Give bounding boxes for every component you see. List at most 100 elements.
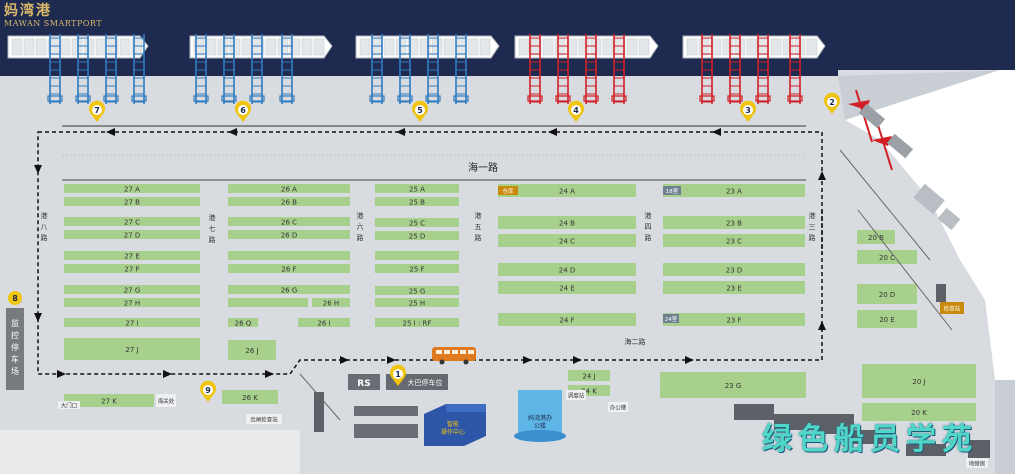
route-arrow [34, 165, 42, 174]
berth-number-label: 5 [417, 106, 423, 115]
crane-base [787, 95, 803, 102]
yard-block [568, 370, 610, 381]
tag-pass: 出闸检查站 [250, 416, 278, 424]
ship-container [371, 38, 383, 56]
yard-block [375, 218, 459, 227]
quay-crane [279, 34, 295, 104]
tag-24j-bg [566, 390, 586, 400]
road-gang8-label: 路 [41, 233, 48, 242]
yard-block [498, 263, 636, 276]
quay-crane [583, 34, 599, 104]
route-arrow [106, 128, 115, 136]
quay-crane [103, 34, 119, 104]
road-gang7-label: 港 [209, 213, 216, 222]
berth-number-label: 3 [745, 106, 751, 115]
tag-24j: 调度站 [568, 392, 585, 400]
bus-wheel [439, 359, 445, 365]
yard-block [228, 217, 350, 226]
control-center-label: 操作中心 [441, 428, 465, 436]
quay-crane [727, 34, 743, 104]
crane-base [425, 95, 441, 102]
yard-block [298, 318, 350, 327]
structure [906, 444, 946, 456]
ship-container [614, 38, 626, 56]
quay-crane [527, 34, 543, 104]
ship-container [806, 38, 818, 56]
yard-block-label: 23 A [726, 188, 742, 196]
quay-crane [193, 34, 209, 104]
ship-container [419, 38, 431, 56]
yard-block-label: 24 C [559, 238, 575, 246]
yard-block [857, 310, 917, 328]
route-arrow [57, 370, 66, 378]
yard-block [228, 340, 276, 360]
road-edge [839, 149, 931, 261]
berth2-yard [913, 183, 945, 215]
road-gang7-label: 七 [209, 224, 216, 233]
crane-base [611, 95, 627, 102]
yard-block [498, 234, 636, 247]
yard-block-label: 23 B [726, 220, 742, 228]
yard-block [228, 264, 350, 273]
yard-block [64, 251, 200, 260]
parking-area [6, 308, 24, 390]
road-gang6-label: 港 [357, 211, 364, 220]
tag-gate-bg [58, 401, 80, 409]
yard-block [857, 284, 917, 304]
tag-bottomright: 地磅房 [969, 460, 986, 468]
ship-container [35, 38, 47, 56]
ship-container [758, 38, 770, 56]
road-gang5-label: 五 [475, 223, 482, 231]
quay-crane [221, 34, 237, 104]
yard-block-unlabeled [228, 298, 308, 307]
ship-container [95, 38, 107, 56]
yard-block-label: 27 B [124, 199, 140, 207]
control-center-label: 智能 [447, 420, 459, 428]
road-gang4-label: 路 [645, 233, 652, 242]
quay-crane [249, 34, 265, 104]
ship-container [530, 38, 542, 56]
structure [852, 430, 892, 444]
yard-block [375, 184, 459, 193]
bus-window [452, 350, 458, 354]
ship-container [205, 38, 217, 56]
yard-block-label: 26 A [281, 186, 297, 194]
yard-block [663, 184, 805, 197]
yard-block-label: 23 D [726, 267, 743, 275]
berth-marker-center [415, 105, 425, 115]
yard-block [64, 318, 200, 327]
header-band [0, 0, 1015, 76]
crane-base [527, 95, 543, 102]
yard-block-label: 25 D [409, 233, 426, 241]
yard-block [498, 313, 636, 326]
yard-block [228, 318, 258, 327]
ship-container [746, 38, 758, 56]
yard-block-label: 20 E [879, 316, 895, 324]
route-arrow [340, 356, 349, 364]
yard-block [663, 281, 805, 294]
yard-block [663, 313, 805, 326]
ship-container [407, 38, 419, 56]
shuttle-route [37, 131, 823, 375]
quay-crane [611, 34, 627, 104]
ship-container [722, 38, 734, 56]
yard-block [64, 197, 200, 206]
crane-base [47, 95, 63, 102]
yard-block-label: 25 C [409, 220, 425, 228]
yard-block-label: 27 A [124, 186, 140, 194]
ship-container [578, 38, 590, 56]
yard-block [498, 184, 636, 197]
road-gang6-label: 六 [357, 222, 364, 231]
office-tower-base [514, 430, 566, 442]
tag-23f: 24室 [665, 315, 678, 323]
route-arrow [712, 128, 721, 136]
rs-building [348, 374, 380, 390]
yard-block-unlabeled [375, 251, 459, 260]
yard-block [862, 403, 976, 421]
structure [314, 392, 324, 432]
crane-base [369, 95, 385, 102]
ship-container [467, 38, 479, 56]
yard-block-label: 27 H [124, 300, 140, 308]
control-center-roof [446, 404, 486, 412]
yard-block [375, 298, 459, 307]
